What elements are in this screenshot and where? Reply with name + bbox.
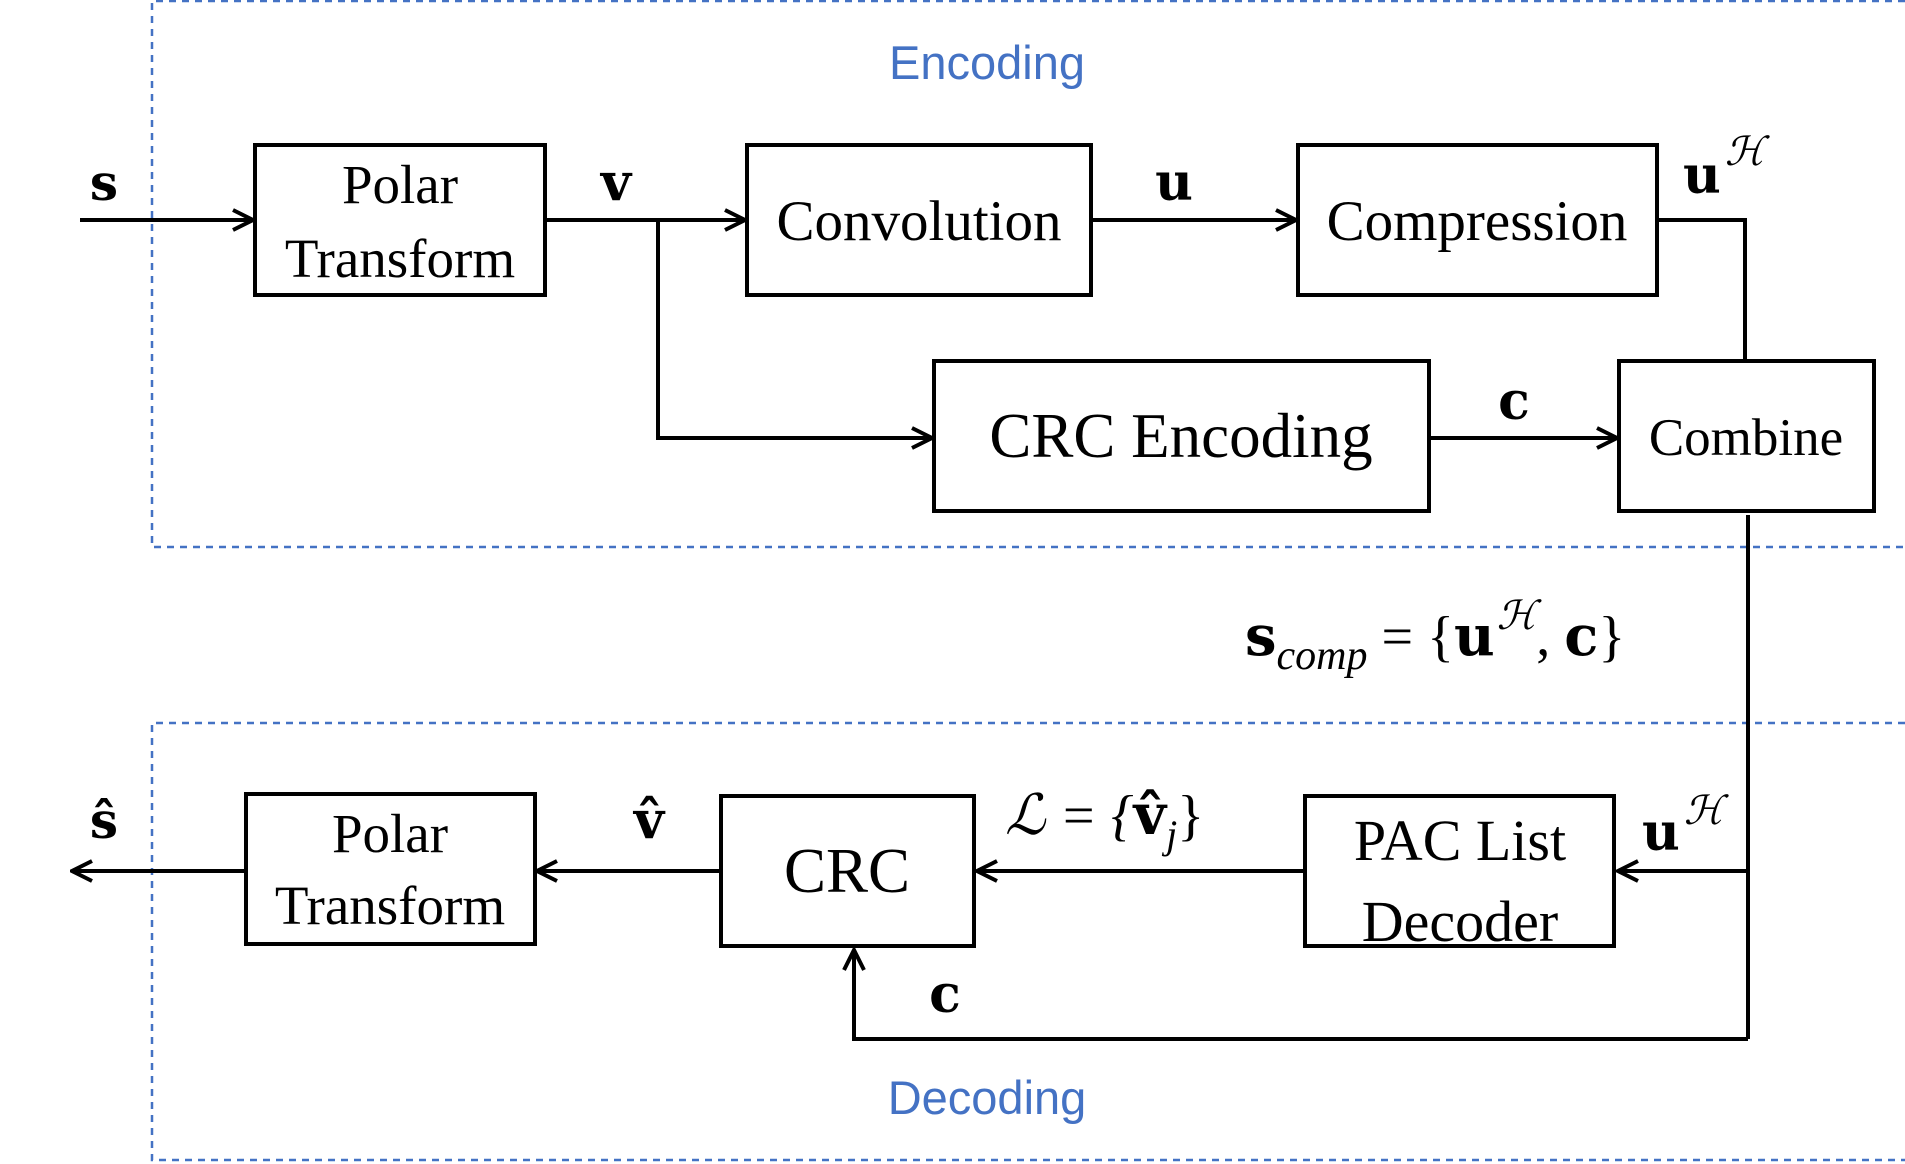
encoding-region-border	[150, 0, 1905, 549]
candidate-list-lhs: ℒ = {	[1005, 785, 1134, 847]
polar-transform-decoder-label-line1: Polar	[332, 803, 448, 864]
candidate-list-close: }	[1177, 785, 1204, 847]
signal-c: c	[1498, 371, 1530, 432]
combine-box	[1617, 359, 1876, 513]
encoding-title: Encoding	[889, 36, 1085, 89]
link-wires	[854, 515, 1750, 1041]
signal-u-h-base: u	[1683, 145, 1721, 206]
combined-signal-s: s	[1245, 603, 1277, 669]
encoding-region: Encoding	[150, 0, 1905, 549]
pac-list-decoder-label-line2: Decoder	[1362, 889, 1558, 954]
pac-list-decoder-label-line1: PAC List	[1354, 808, 1566, 873]
polar-transform-box	[253, 143, 547, 297]
combined-signal-close: }	[1598, 606, 1625, 668]
decoding-title: Decoding	[888, 1071, 1087, 1124]
signal-u: u	[1155, 152, 1193, 213]
combined-signal-subscript: comp	[1277, 633, 1368, 679]
combined-signal-equals: = {	[1368, 606, 1454, 668]
combined-signal-c: c	[1564, 603, 1598, 669]
candidate-list-subscript: j	[1161, 812, 1177, 857]
crc-block: CRC	[719, 794, 976, 948]
crc-encoding-block: CRC Encoding	[932, 359, 1431, 513]
candidate-list-v: v̂	[1132, 782, 1168, 848]
signal-s: s	[90, 153, 118, 212]
pac-list-decoder-box	[1303, 794, 1616, 948]
pac-list-decoder-block: PAC List Decoder	[1303, 794, 1616, 954]
decoding-region: Decoding	[150, 721, 1905, 1162]
decoding-region-border	[150, 721, 1905, 1162]
combined-signal-u-superscript: ℋ	[1497, 593, 1542, 638]
combined-signal-equation: scomp = {uℋ, c}	[1245, 593, 1625, 679]
signal-s-hat: ŝ	[90, 791, 118, 850]
compression-block: Compression	[1296, 143, 1659, 297]
polar-transform-label-line1: Polar	[342, 154, 458, 215]
crc-encoding-box	[932, 359, 1431, 513]
decoder-signal-u-h-superscript: ℋ	[1684, 788, 1729, 833]
compression-box	[1296, 143, 1659, 297]
decoder-signal-u-h-base: u	[1642, 802, 1680, 863]
combined-signal-separator: ,	[1536, 606, 1564, 668]
convolution-block: Convolution	[745, 143, 1093, 297]
wire-c-to-crc	[854, 950, 1748, 1041]
polar-transform-decoder-block: Polar Transform	[244, 792, 537, 946]
signal-v: v	[600, 152, 633, 213]
compression-label: Compression	[1327, 190, 1628, 253]
decoder-signal-c: c	[929, 964, 961, 1025]
crc-box	[719, 794, 976, 948]
candidate-list-label: ℒ = {v̂j}	[1005, 782, 1204, 857]
convolution-label: Convolution	[776, 190, 1061, 253]
polar-transform-decoder-label-line2: Transform	[275, 875, 505, 936]
combine-label: Combine	[1649, 409, 1843, 467]
convolution-box	[745, 143, 1093, 297]
encoding-wires	[80, 218, 1747, 438]
signal-u-h-superscript: ℋ	[1725, 129, 1770, 174]
combined-signal-u: u	[1454, 603, 1495, 669]
wire-v-to-crc-encoding	[656, 220, 932, 438]
polar-transform-label-line2: Transform	[285, 228, 515, 289]
crc-encoding-label: CRC Encoding	[989, 401, 1372, 471]
wire-compression-to-combine	[1657, 218, 1747, 360]
polar-transform-block: Polar Transform	[253, 143, 547, 297]
signal-v-hat: v̂	[633, 790, 666, 851]
crc-label: CRC	[784, 836, 910, 906]
polar-transform-decoder-box	[244, 792, 537, 946]
combine-block: Combine	[1617, 359, 1876, 513]
